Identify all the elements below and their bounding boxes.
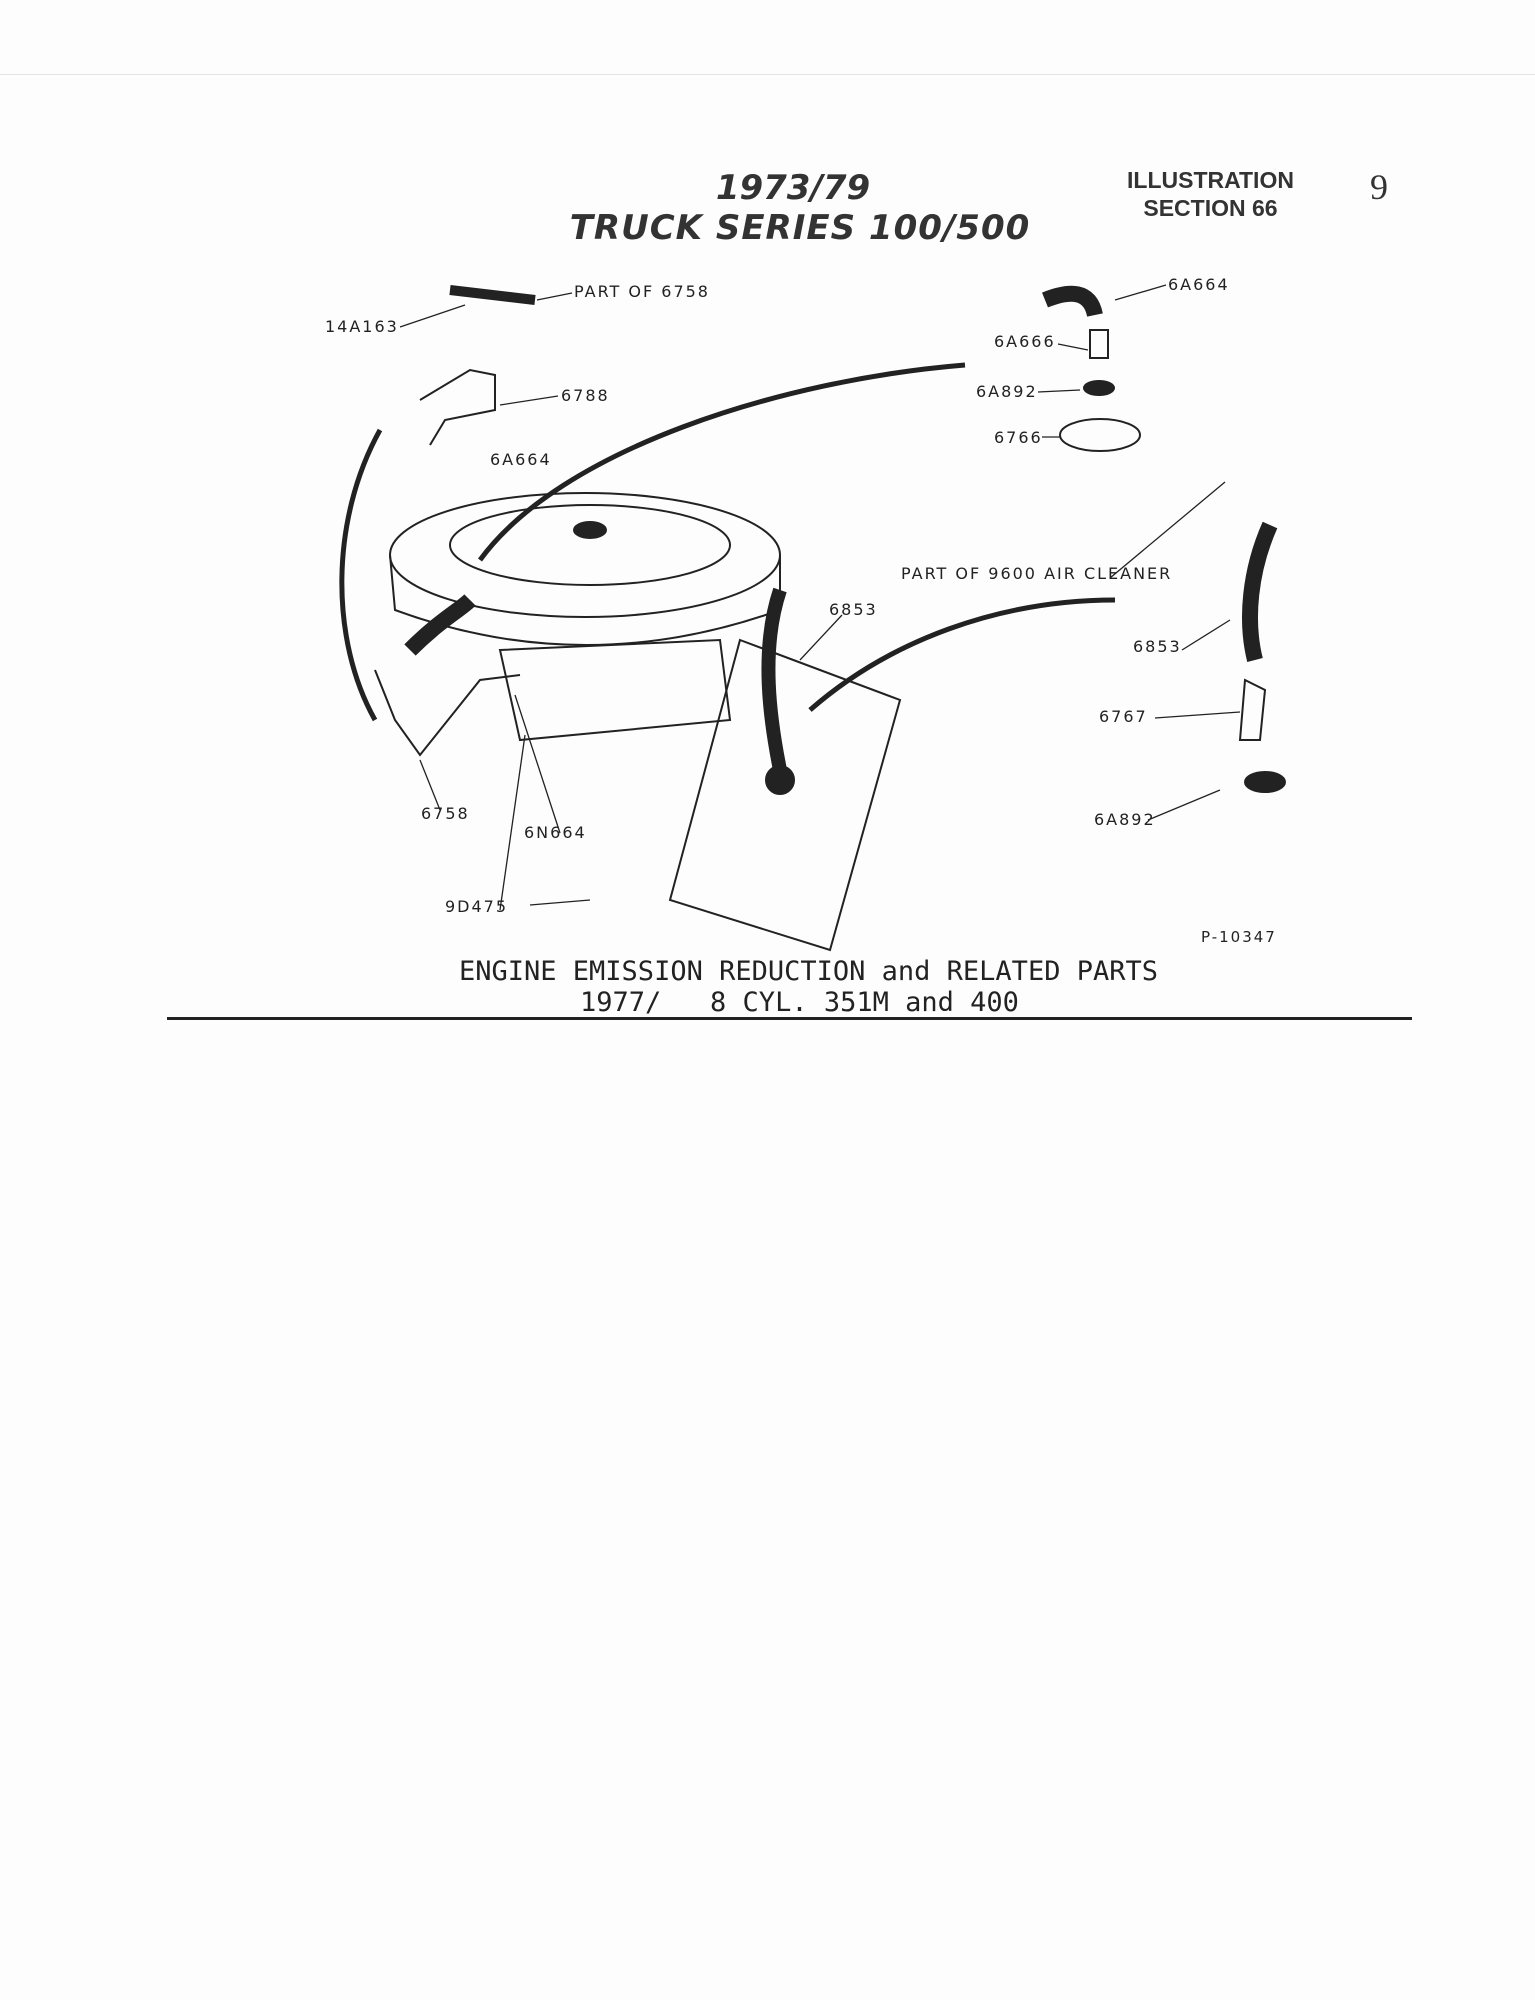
callout-6A892-top: 6A892: [976, 382, 1038, 401]
callout-6A664-left: 6A664: [490, 450, 552, 469]
callout-part-of-6758: PART OF 6758: [574, 282, 710, 301]
grommet-6A892-top: [1083, 380, 1115, 396]
illustration-label: ILLUSTRATION: [1127, 167, 1294, 193]
arrow-1: [477, 362, 966, 562]
callout-6A666: 6A666: [994, 332, 1056, 351]
arrow-2: [808, 597, 1116, 712]
valve-cover: [668, 638, 902, 952]
callout-6N664: 6N664: [524, 823, 587, 842]
callout-9D475: 9D475: [445, 897, 509, 916]
caption-line-2: 1977/ 8 CYL. 351M and 400: [580, 987, 1019, 1018]
hose-6A664-top: [1042, 285, 1103, 318]
air-cleaner-lid: [389, 492, 781, 618]
callout-6A892-right: 6A892: [1094, 810, 1156, 829]
grommet-mid: [765, 765, 795, 795]
oil-cap-6766: [1059, 418, 1141, 452]
valve-6A666: [1089, 329, 1109, 359]
air-cleaner-wingnut: [573, 521, 607, 539]
scan-edge-line: [0, 74, 1535, 75]
callout-14A163: 14A163: [325, 317, 399, 336]
carburetor: [498, 638, 732, 742]
callout-6A664-right: 6A664: [1168, 275, 1230, 294]
callout-6766: 6766: [994, 428, 1043, 447]
pcv-tube: [374, 669, 521, 757]
page-number: 9: [1370, 167, 1388, 207]
callout-6853-mid: 6853: [829, 600, 878, 619]
grommet-6A892-right: [1244, 771, 1286, 793]
air-cleaner-inner: [449, 504, 731, 586]
caption-line-1: ENGINE EMISSION REDUCTION and RELATED PA…: [459, 956, 1158, 987]
arrow-3: [339, 428, 383, 722]
callout-part-of-9600: PART OF 9600 AIR CLEANER: [901, 564, 1173, 583]
bracket-6788: [419, 368, 496, 446]
callout-6853-right: 6853: [1133, 637, 1182, 656]
title-series: TRUCK SERIES 100/500: [569, 208, 1031, 248]
title-years: 1973/79: [715, 168, 871, 208]
hose-6853-right: [1242, 521, 1278, 662]
hose-6A664-left: [404, 594, 476, 656]
section-label: SECTION 66: [1143, 195, 1278, 221]
callout-6767: 6767: [1099, 707, 1148, 726]
figure-id: P-10347: [1201, 928, 1277, 946]
hose-6853-mid: [761, 587, 787, 772]
leader-lines: [399, 284, 1241, 911]
callout-6788: 6788: [561, 386, 610, 405]
illustration-section: ILLUSTRATION SECTION 66: [1127, 166, 1294, 222]
clip-14A163: [449, 285, 536, 305]
callout-6758: 6758: [421, 804, 470, 823]
elbow-6767: [1238, 678, 1267, 741]
divider-rule: [167, 1017, 1412, 1020]
